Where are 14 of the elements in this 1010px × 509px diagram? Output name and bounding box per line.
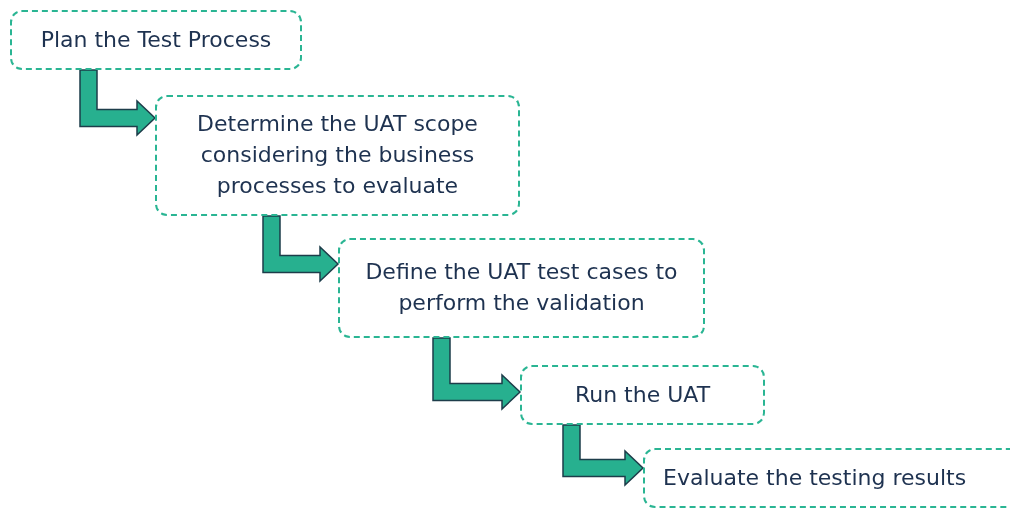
elbow-arrow [79, 69, 157, 137]
step-text: Plan the Test Process [39, 25, 273, 54]
step-text: Run the UAT [573, 380, 712, 409]
process-box [155, 95, 520, 216]
process-box [520, 365, 765, 425]
process-box [643, 448, 1010, 508]
step-text: Evaluate the testing results [662, 463, 968, 492]
elbow-arrow [562, 424, 645, 487]
process-box [338, 238, 705, 338]
process-box [10, 10, 302, 70]
elbow-arrow [262, 215, 340, 283]
step-text: Determine the UAT scope considering the business processes to evaluate [196, 110, 479, 200]
elbow-arrow [432, 337, 522, 411]
step-text: Define the UAT test cases to perform the validation [364, 258, 679, 317]
